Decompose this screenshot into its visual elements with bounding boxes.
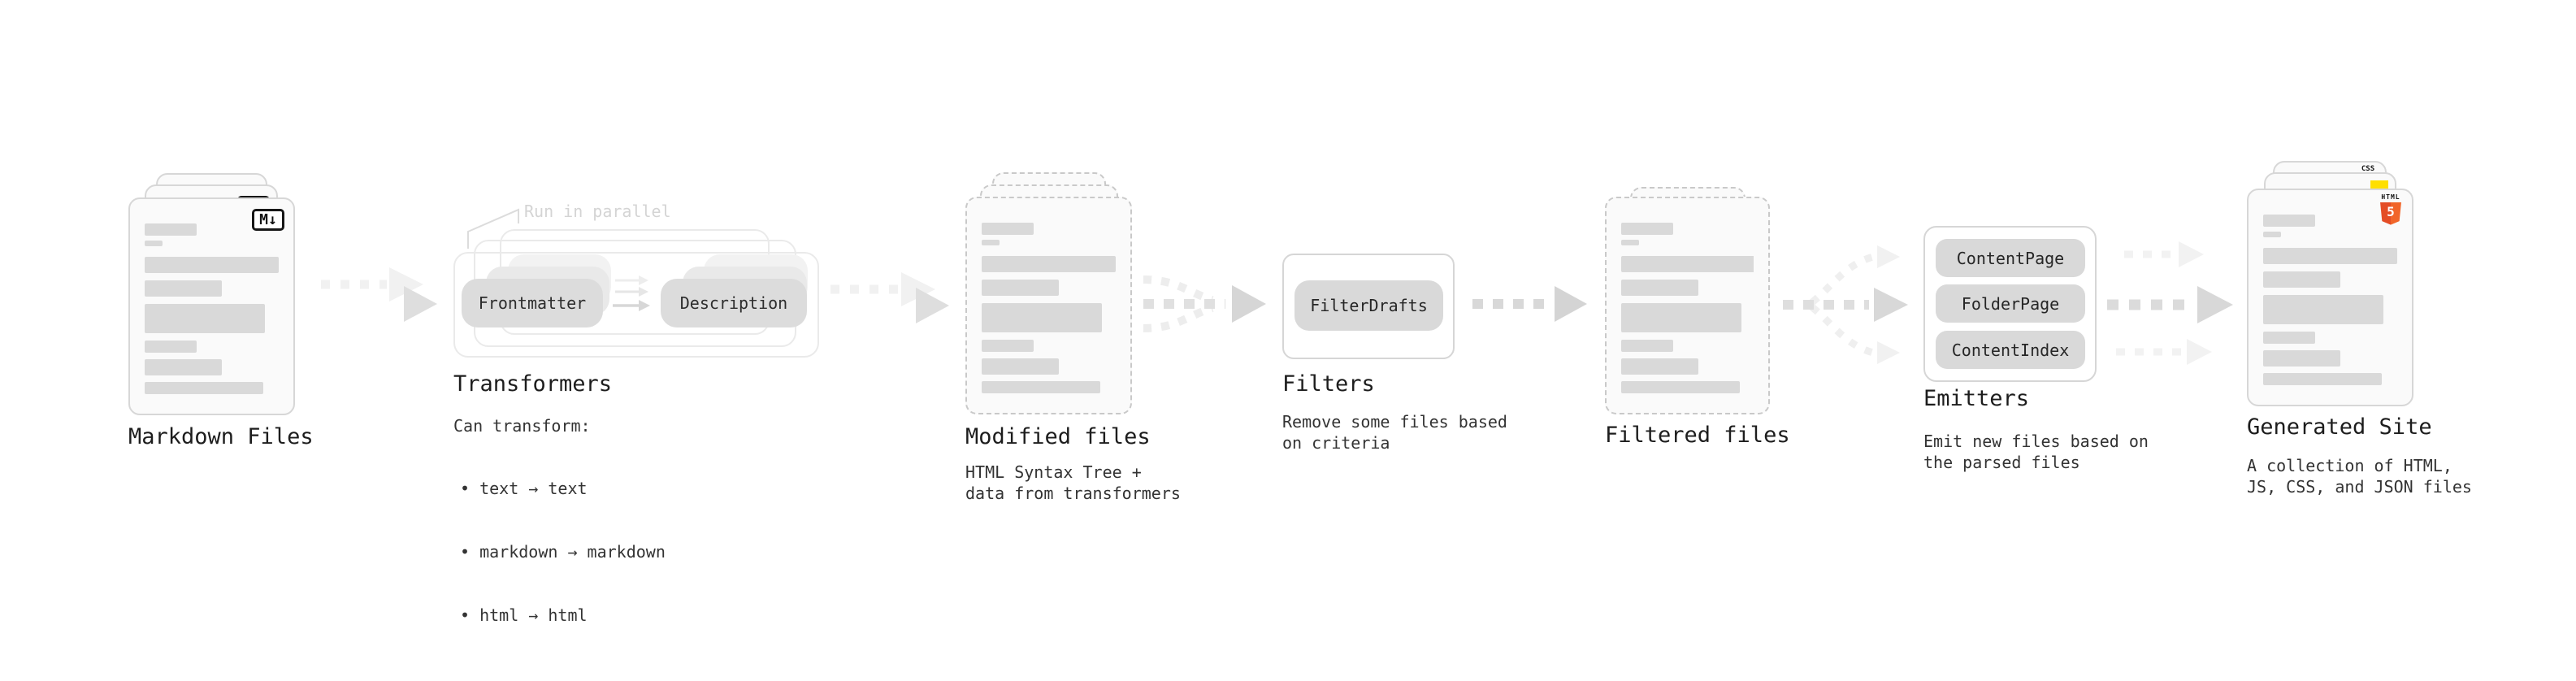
arrow-modified-to-filters-merge xyxy=(1143,275,1266,332)
arrow-filtered-to-emitters-fork xyxy=(1783,245,1908,364)
emitters-box: ContentPage FolderPage ContentIndex xyxy=(1923,226,2097,382)
bullet-item: • markdown → markdown xyxy=(460,542,666,562)
arrow-transformers-to-modified xyxy=(827,272,949,323)
html5-icon-number: 5 xyxy=(2387,203,2395,219)
markdown-icon: M↓ xyxy=(252,209,284,231)
generated-site-caption: A collection of HTML, JS, CSS, and JSON … xyxy=(2247,456,2472,497)
document-text-lines xyxy=(982,198,1116,413)
modified-files-caption: HTML Syntax Tree + data from transformer… xyxy=(965,462,1181,503)
filters-caption: Remove some files based on criteria xyxy=(1282,412,1507,453)
filters-box: FilterDrafts xyxy=(1282,254,1455,359)
document-text-lines xyxy=(145,199,279,414)
arrows-emitters-to-generated xyxy=(2107,241,2233,365)
run-in-parallel-annotation: Run in parallel xyxy=(524,202,671,221)
arrow-markdown-to-transformers xyxy=(306,267,437,322)
transformers-caption: Can transform: xyxy=(453,416,591,436)
generated-site-stack: CSS HTML 5 xyxy=(2247,161,2413,413)
html5-icon-title: HTML xyxy=(2381,193,2400,201)
arrow-filters-to-filtered xyxy=(1472,286,1587,322)
html5-icon-shield: 5 xyxy=(2380,202,2401,225)
contentpage-pill: ContentPage xyxy=(1936,239,2085,277)
filtered-files-label: Filtered files xyxy=(1605,423,1790,448)
contentindex-pill: ContentIndex xyxy=(1936,331,2085,369)
description-pill: Description xyxy=(661,279,807,327)
bullet-item: • html → html xyxy=(460,605,588,625)
markdown-file-card-front: M↓ xyxy=(128,197,295,415)
filtered-files-stack xyxy=(1605,187,1770,431)
document-text-lines xyxy=(1621,198,1754,413)
frontmatter-pill: Frontmatter xyxy=(462,279,603,327)
modified-file-card-front xyxy=(965,197,1132,414)
html-file-card: HTML 5 xyxy=(2247,189,2413,406)
transformers-label: Transformers xyxy=(453,371,613,397)
generated-site-label: Generated Site xyxy=(2247,414,2432,440)
document-text-lines xyxy=(2263,190,2397,405)
js-icon xyxy=(2370,180,2388,189)
filterdrafts-pill: FilterDrafts xyxy=(1295,280,1443,331)
html5-icon: HTML 5 xyxy=(2379,193,2402,225)
filters-label: Filters xyxy=(1282,371,1375,397)
css-icon-text: CSS xyxy=(2361,165,2375,173)
transformers-bullet-list: • text → text • markdown → markdown • ht… xyxy=(460,436,666,668)
emitters-label: Emitters xyxy=(1923,386,2030,411)
modified-files-label: Modified files xyxy=(965,424,1151,449)
filtered-file-card-front xyxy=(1605,197,1770,414)
markdown-files-stack: M↓ M↓ M↓ xyxy=(128,173,295,417)
transformer-outline-front xyxy=(453,252,819,358)
folderpage-pill: FolderPage xyxy=(1936,284,2085,323)
emitters-caption: Emit new files based on the parsed files xyxy=(1923,432,2149,472)
bullet-item: • text → text xyxy=(460,479,588,498)
markdown-files-label: Markdown Files xyxy=(128,424,314,449)
modified-files-stack xyxy=(965,172,1132,416)
